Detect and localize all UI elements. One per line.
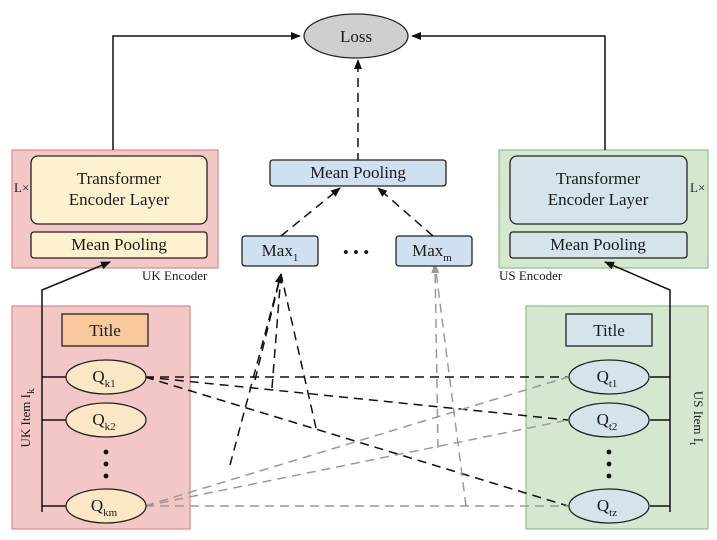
max1-box bbox=[241, 235, 319, 267]
maxm-label: Maxm bbox=[412, 241, 452, 264]
uk-mean-pooling-box bbox=[30, 231, 208, 259]
center-ellipsis: • • • bbox=[343, 243, 369, 262]
query-spines bbox=[42, 376, 670, 507]
us-query-tz bbox=[568, 488, 650, 524]
us-query-t2 bbox=[568, 402, 650, 438]
us-mean-pooling-label: Mean Pooling bbox=[550, 235, 646, 254]
loss-label: Loss bbox=[340, 27, 372, 46]
us-mean-pooling-box bbox=[509, 231, 688, 259]
us-transformer-line1: Transformer bbox=[556, 169, 641, 188]
uk-encoder-name: UK Encoder bbox=[142, 268, 208, 283]
dashed-gray-links bbox=[144, 263, 569, 507]
uk-title-box bbox=[61, 313, 149, 347]
us-title-box bbox=[565, 313, 653, 347]
solid-arrows bbox=[41, 32, 671, 512]
center-mean-pooling-label: Mean Pooling bbox=[310, 163, 406, 182]
uk-query-k2 bbox=[65, 402, 147, 438]
uk-query-k1 bbox=[65, 359, 147, 395]
uk-query-km-label: Qkm bbox=[91, 496, 118, 519]
uk-transformer-line1: Transformer bbox=[77, 169, 162, 188]
us-repeat-label: L× bbox=[690, 180, 705, 195]
us-title-label: Title bbox=[593, 321, 625, 340]
us-item-label: US Item It bbox=[687, 391, 706, 445]
uk-query-k2-label: Qk2 bbox=[92, 410, 115, 433]
uk-vertical-ellipsis bbox=[103, 449, 109, 479]
us-query-t1-label: Qt1 bbox=[597, 367, 618, 390]
max1-label: Max1 bbox=[262, 241, 299, 264]
uk-transformer-box bbox=[30, 155, 208, 225]
us-query-tz-label: Qtz bbox=[597, 496, 617, 519]
us-vertical-ellipsis bbox=[606, 449, 612, 479]
us-encoder-name: US Encoder bbox=[499, 268, 563, 283]
us-query-t1 bbox=[568, 359, 650, 395]
dashed-black-links bbox=[144, 59, 569, 507]
uk-query-k1-label: Qk1 bbox=[92, 367, 115, 390]
us-transformer-box bbox=[509, 155, 688, 225]
uk-transformer-line2: Encoder Layer bbox=[69, 190, 170, 209]
maxm-box bbox=[395, 235, 473, 267]
uk-title-label: Title bbox=[89, 321, 121, 340]
us-transformer-line2: Encoder Layer bbox=[548, 190, 649, 209]
uk-query-km bbox=[65, 488, 147, 524]
uk-item-label: UK Item Ik bbox=[18, 388, 37, 447]
us-query-t2-label: Qt2 bbox=[597, 410, 618, 433]
center-mean-pooling-box bbox=[269, 159, 447, 187]
uk-repeat-label: L× bbox=[14, 180, 29, 195]
loss-node bbox=[303, 13, 409, 59]
uk-mean-pooling-label: Mean Pooling bbox=[71, 235, 167, 254]
